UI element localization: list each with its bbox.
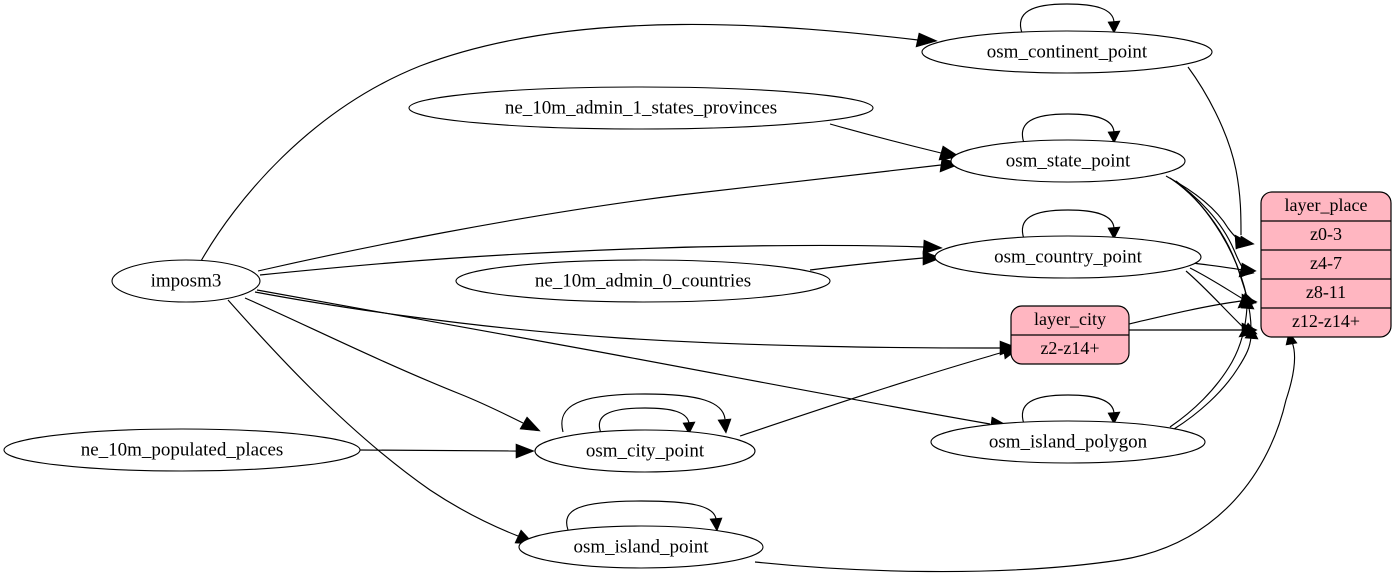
edge-osm-city-point-self-loop-outer xyxy=(561,393,732,434)
node-ne-10m-admin-1-states-provinces[interactable]: ne_10m_admin_1_states_provinces xyxy=(408,86,874,130)
edge-osm-city-point-self-loop-inner xyxy=(598,407,696,435)
edge-osm-island-point-self-loop xyxy=(566,500,723,532)
edge-layer xyxy=(200,3,1298,573)
edge-osm-country-point-to-layer-place-z4-7 xyxy=(1192,262,1257,278)
record-node-layer-city[interactable]: layer_city z2-z14+ xyxy=(1010,305,1130,365)
edge-ne-populated-to-osm-city-point xyxy=(359,443,535,459)
node-osm-city-point[interactable]: osm_city_point xyxy=(534,429,756,473)
node-ne-10m-admin-0-countries[interactable]: ne_10m_admin_0_countries xyxy=(455,259,831,303)
edge-osm-city-point-to-layer-city xyxy=(739,344,1019,437)
edge-imposm3-to-osm-country-point xyxy=(259,239,943,276)
edge-osm-island-polygon-to-layer-place-z8-11 xyxy=(1169,296,1255,428)
edge-imposm3-to-osm-continent-point xyxy=(200,23,938,262)
edge-osm-island-polygon-self-loop xyxy=(1021,394,1121,425)
edge-ne-countries-to-osm-country-point xyxy=(809,250,942,271)
node-osm-country-point[interactable]: osm_country_point xyxy=(934,235,1202,279)
edge-osm-continent-point-to-layer-place-z0-3 xyxy=(1187,66,1251,250)
node-osm-island-polygon[interactable]: osm_island_polygon xyxy=(930,420,1206,464)
node-osm-continent-point[interactable]: osm_continent_point xyxy=(921,30,1213,74)
edge-osm-island-polygon-to-layer-place-z12-z14 xyxy=(1173,326,1259,430)
edge-layer-city-to-layer-place-z12-z14 xyxy=(1129,322,1258,338)
record-node-layer-place[interactable]: layer_place z0-3 z4-7 z8-11 z12-z14+ xyxy=(1260,191,1392,338)
edge-ne-states-to-osm-state-point xyxy=(829,123,961,161)
node-layer: imposm3 ne_10m_admin_1_states_provinces … xyxy=(3,30,1213,569)
node-imposm3[interactable]: imposm3 xyxy=(111,259,261,303)
edge-imposm3-to-osm-island-point xyxy=(227,299,535,545)
edge-osm-continent-point-self-loop xyxy=(1019,3,1121,34)
node-osm-state-point[interactable]: osm_state_point xyxy=(950,139,1186,183)
node-osm-island-point[interactable]: osm_island_point xyxy=(518,525,764,569)
edge-osm-state-point-to-layer-place-z0-3 xyxy=(1165,175,1255,249)
edge-osm-state-point-self-loop xyxy=(1021,113,1121,144)
edge-imposm3-to-osm-city-point xyxy=(244,297,541,432)
edge-imposm3-to-osm-state-point xyxy=(257,157,961,272)
node-ne-10m-populated-places[interactable]: ne_10m_populated_places xyxy=(3,428,361,472)
edge-osm-country-point-self-loop xyxy=(1021,209,1121,240)
edge-layer-city-to-layer-place-z8-11 xyxy=(1128,293,1258,325)
